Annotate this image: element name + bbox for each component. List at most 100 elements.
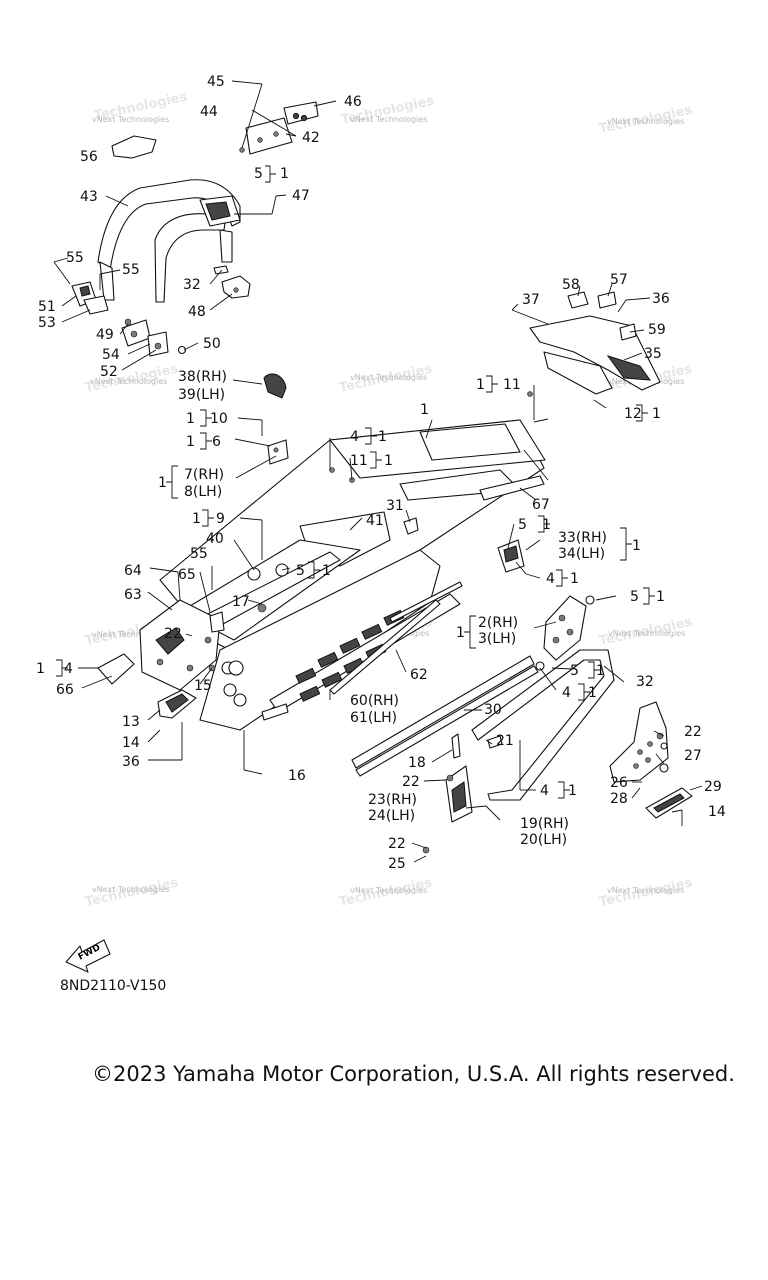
- callout-8: 8(LH): [184, 484, 222, 500]
- callout-53: 53: [38, 315, 56, 331]
- callout-21: 21: [496, 733, 514, 749]
- watermark: Technologies vNext Technologies: [598, 614, 694, 648]
- svg-text:vNext Technologies: vNext Technologies: [350, 373, 427, 382]
- front-nose: [97, 599, 244, 691]
- callout-24: 24(LH): [368, 808, 415, 824]
- callout-7: 7(RH): [184, 467, 224, 483]
- bracket-44: [239, 101, 319, 155]
- mount-54: [121, 318, 187, 357]
- svg-text:vNext Technologies: vNext Technologies: [350, 115, 427, 124]
- mount-51: [71, 281, 109, 315]
- callout-46: 46: [344, 94, 362, 110]
- callout-6: 6: [212, 434, 221, 450]
- svg-text:vNext Technologies: vNext Technologies: [90, 377, 167, 386]
- callout-qty: 1: [568, 783, 577, 799]
- callout-4: 4: [546, 571, 555, 587]
- callout-32: 32: [636, 674, 654, 690]
- callout-48: 48: [188, 304, 206, 320]
- callout-3: 3(LH): [478, 631, 516, 647]
- callout-22: 22: [388, 836, 406, 852]
- leader-lines: [53, 80, 703, 863]
- rail-60: [329, 581, 539, 777]
- callout-37: 37: [522, 292, 540, 308]
- bracket-48: [213, 265, 251, 299]
- callout-5: 5: [630, 589, 639, 605]
- callout-qty: 1: [280, 166, 289, 182]
- watermark: Technologies vNext Technologies: [338, 361, 434, 395]
- callout-qty: 1: [588, 685, 597, 701]
- callout-61: 61(LH): [350, 710, 397, 726]
- callout-18: 18: [408, 755, 426, 771]
- callout-31: 31: [386, 498, 404, 514]
- callout-17: 17: [232, 594, 250, 610]
- callout-11: 11: [503, 377, 521, 393]
- callout-44: 44: [200, 104, 218, 120]
- callout-qty: 1: [652, 406, 661, 422]
- bumper-pad-13: [157, 689, 197, 719]
- bracket-marks: [56, 165, 655, 799]
- svg-text:vNext Technologies: vNext Technologies: [92, 630, 169, 639]
- watermark: Technologies vNext Technologies: [598, 102, 694, 136]
- callout-4: 4: [540, 783, 549, 799]
- callout-52: 52: [100, 364, 118, 380]
- callout-55: 55: [122, 262, 140, 278]
- callout-42: 42: [302, 130, 320, 146]
- screw-18: [451, 733, 503, 759]
- callout-19: 19(RH): [520, 816, 569, 832]
- callout-25: 25: [388, 856, 406, 872]
- callout-qty: 1: [186, 411, 195, 427]
- callout-54: 54: [102, 347, 120, 363]
- callout-qty: 1: [632, 538, 641, 554]
- callout-60: 60(RH): [350, 693, 399, 709]
- callout-qty: 1: [158, 475, 167, 491]
- callout-59: 59: [648, 322, 666, 338]
- callout-66: 66: [56, 682, 74, 698]
- svg-text:vNext Technologies: vNext Technologies: [350, 886, 427, 895]
- callout-50: 50: [203, 336, 221, 352]
- watermark: Technologies vNext Technologies: [92, 89, 189, 124]
- callout-30: 30: [484, 702, 502, 718]
- parts-diagram: Technologies vNext Technologies Technolo…: [36, 74, 726, 973]
- svg-text:vNext Technologies: vNext Technologies: [608, 629, 685, 638]
- foot-step-26: [609, 701, 669, 783]
- callout-5: 5: [518, 517, 527, 533]
- callout-5: 5: [296, 563, 305, 579]
- callout-qty: 1: [596, 663, 605, 679]
- grab-handle-43: [97, 179, 241, 303]
- callout-64: 64: [124, 563, 142, 579]
- callout-26: 26: [610, 775, 628, 791]
- callout-1: 1: [420, 402, 429, 418]
- tunnel-1: [159, 419, 546, 651]
- callout-56: 56: [80, 149, 98, 165]
- callout-14: 14: [708, 804, 726, 820]
- callout-5: 5: [570, 663, 579, 679]
- callout-63: 63: [124, 587, 142, 603]
- copyright-notice: ©2023 Yamaha Motor Corporation, U.S.A. A…: [92, 1062, 735, 1086]
- callout-55: 55: [190, 546, 208, 562]
- callout-39: 39(LH): [178, 387, 225, 403]
- watermark: Technologies vNext Technologies: [338, 875, 434, 909]
- watermark: Technologies vNext Technologies: [84, 361, 180, 395]
- svg-text:vNext Technologies: vNext Technologies: [607, 886, 684, 895]
- callout-5: 5: [254, 166, 263, 182]
- running-board-2: [543, 595, 587, 661]
- callout-4: 4: [64, 661, 73, 677]
- callout-36: 36: [122, 754, 140, 770]
- callout-qty: 1: [456, 625, 465, 641]
- callout-11: 11: [350, 453, 368, 469]
- callout-16: 16: [288, 768, 306, 784]
- callout-23: 23(RH): [368, 792, 417, 808]
- callout-47: 47: [292, 188, 310, 204]
- callout-40: 40: [206, 531, 224, 547]
- callout-65: 65: [178, 567, 196, 583]
- svg-text:vNext Technologies: vNext Technologies: [607, 117, 684, 126]
- callout-45: 45: [207, 74, 225, 90]
- callout-4: 4: [562, 685, 571, 701]
- callout-58: 58: [562, 277, 580, 293]
- pad-56: [111, 135, 157, 159]
- tail-cap-38: [263, 373, 287, 399]
- part-31: [403, 475, 545, 535]
- callout-12: 12: [624, 406, 642, 422]
- svg-text:vNext Technologies: vNext Technologies: [92, 115, 169, 124]
- callout-55: 55: [66, 250, 84, 266]
